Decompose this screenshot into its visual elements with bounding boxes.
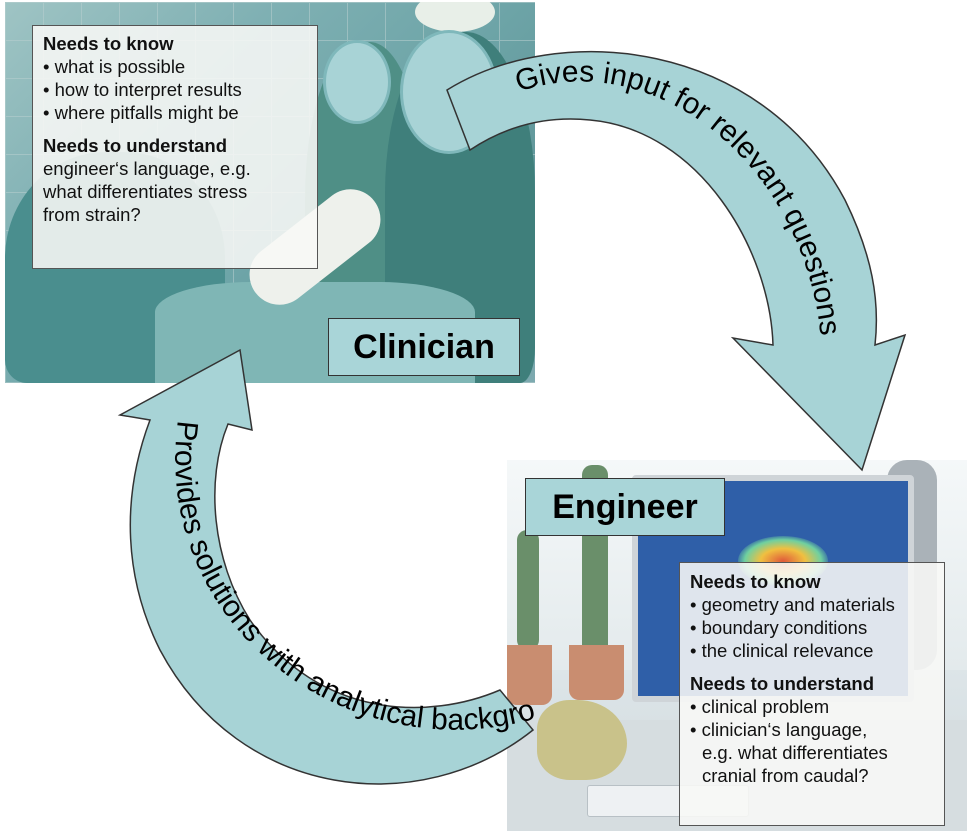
clinician-understand-line: engineer‘s language, e.g. xyxy=(43,158,251,179)
clinician-needs-to-know-list: what is possible how to interpret result… xyxy=(43,55,307,124)
clinician-needs-to-understand-heading: Needs to understand xyxy=(43,135,227,156)
list-item: boundary conditions xyxy=(690,616,934,639)
engineer-needs-to-know-list: geometry and materials boundary conditio… xyxy=(690,593,934,662)
list-item: where pitfalls might be xyxy=(43,101,307,124)
list-item: what is possible xyxy=(43,55,307,78)
engineer-label: Engineer xyxy=(525,478,725,536)
engineer-understand-continuation: e.g. what differentiates xyxy=(702,742,888,763)
surgeon-hood-middle xyxy=(323,40,391,124)
list-item: clinician‘s language, xyxy=(690,718,934,741)
cactus-left xyxy=(517,530,539,650)
list-item: how to interpret results xyxy=(43,78,307,101)
engineer-needs-to-understand-heading: Needs to understand xyxy=(690,673,874,694)
engineer-needs-to-know-heading: Needs to know xyxy=(690,571,821,592)
engineer-needs-box: Needs to know geometry and materials bou… xyxy=(679,562,945,826)
list-item: geometry and materials xyxy=(690,593,934,616)
arrow-gives-input xyxy=(446,50,907,472)
list-item: clinical problem xyxy=(690,695,934,718)
flowerpot-left xyxy=(507,645,552,705)
clinician-understand-line: what differentiates stress xyxy=(43,181,248,202)
bone-model xyxy=(537,700,627,780)
engineer-understand-continuation: cranial from caudal? xyxy=(702,765,869,786)
flowerpot-right xyxy=(569,645,624,700)
clinician-needs-to-know-heading: Needs to know xyxy=(43,33,174,54)
clinician-understand-line: from strain? xyxy=(43,204,141,225)
arrow-provides-solutions xyxy=(117,348,535,785)
list-item: the clinical relevance xyxy=(690,639,934,662)
clinician-label: Clinician xyxy=(328,318,520,376)
engineer-needs-to-understand-list: clinical problem clinician‘s language, xyxy=(690,695,934,741)
clinician-needs-box: Needs to know what is possible how to in… xyxy=(32,25,318,269)
